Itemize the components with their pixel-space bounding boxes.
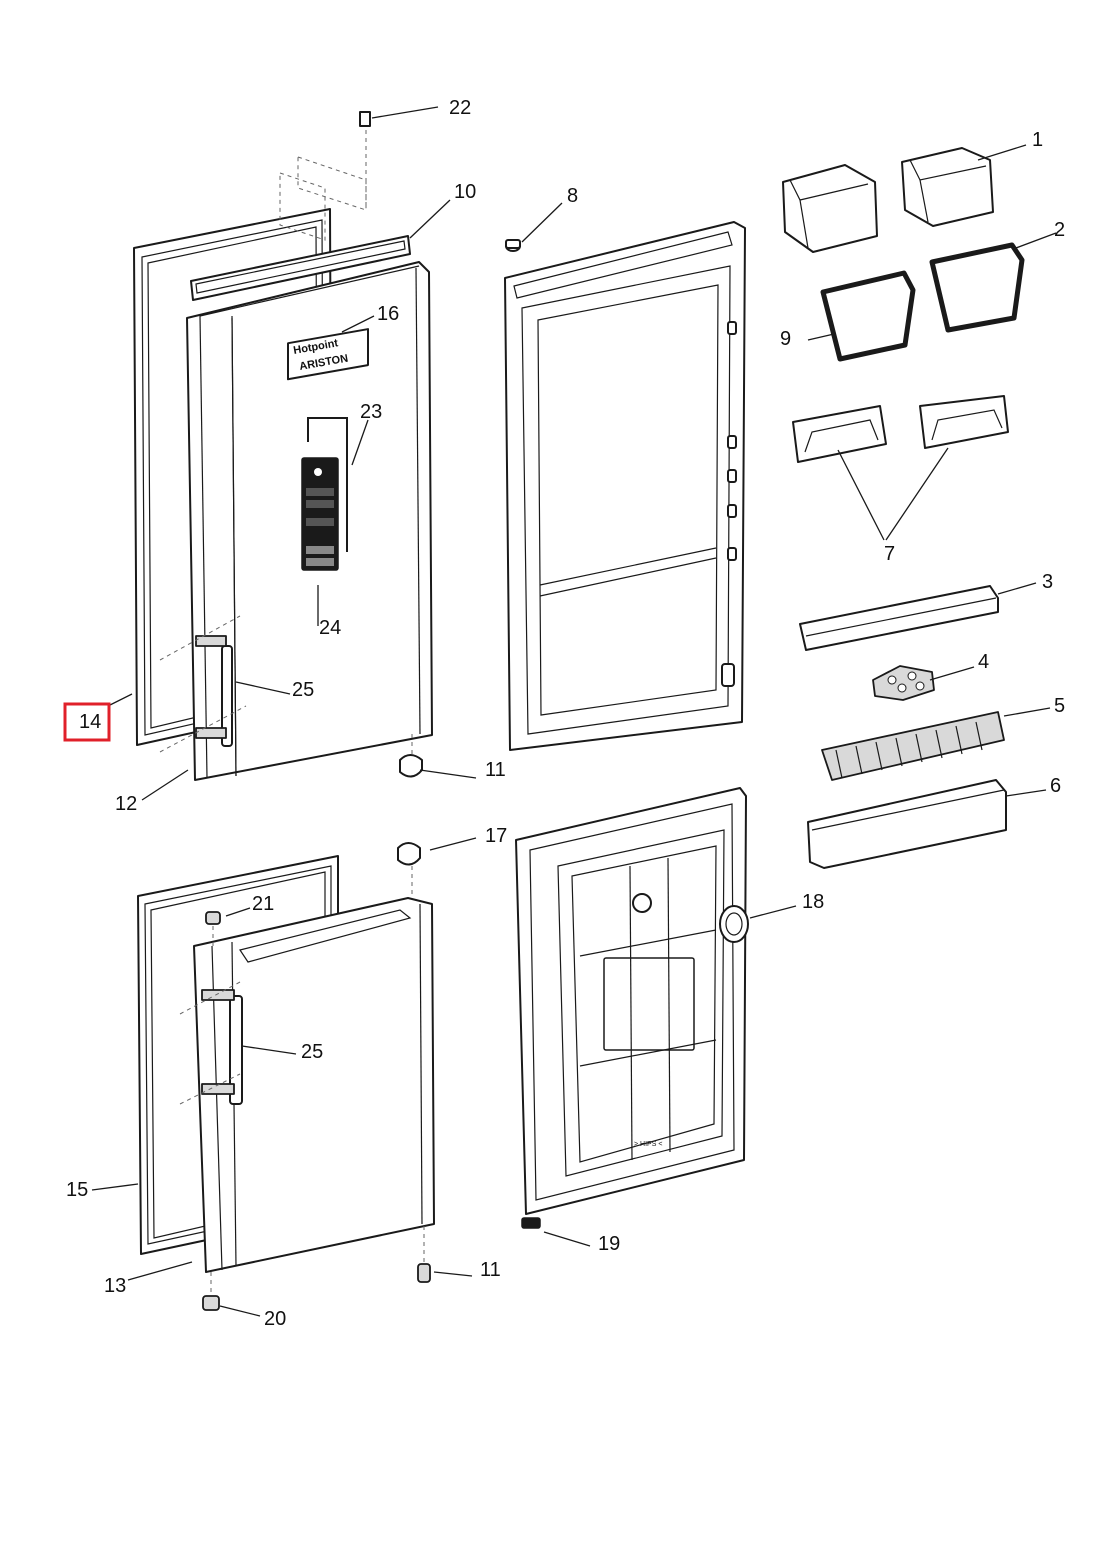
brand-badge-16: Hotpoint ARISTON bbox=[287, 328, 369, 381]
callout-7: 7 bbox=[884, 543, 895, 565]
callout-10: 10 bbox=[454, 181, 476, 203]
callout-labels: 22 1 10 8 2 16 9 23 7 3 24 4 25 5 14 11 … bbox=[66, 97, 1065, 1330]
callout-4: 4 bbox=[978, 651, 989, 673]
part-19 bbox=[521, 1217, 541, 1229]
callout-1: 1 bbox=[1032, 129, 1043, 151]
callout-8: 8 bbox=[567, 185, 578, 207]
callout-21: 21 bbox=[252, 893, 274, 915]
frame-2 bbox=[929, 242, 1025, 333]
holder-7a bbox=[792, 405, 887, 463]
panel-frame-23 bbox=[307, 417, 348, 552]
door-top-trim-10 bbox=[190, 235, 411, 301]
freezer-inner-liner: > HIPS < bbox=[515, 787, 747, 1215]
holder-1b bbox=[901, 147, 994, 227]
callout-18: 18 bbox=[802, 891, 824, 913]
control-panel-24 bbox=[301, 457, 339, 571]
knob-18 bbox=[719, 905, 749, 943]
callout-20: 20 bbox=[264, 1308, 286, 1330]
handle-25-upper bbox=[159, 615, 247, 753]
callout-12: 12 bbox=[115, 793, 137, 815]
egg-tray-4 bbox=[872, 665, 935, 701]
bottle-shelf-6 bbox=[807, 779, 1007, 869]
leader-lines bbox=[91, 106, 1057, 1317]
callout-23: 23 bbox=[360, 401, 382, 423]
callout-15: 15 bbox=[66, 1179, 88, 1201]
callout-25-upper: 25 bbox=[292, 679, 314, 701]
callout-2: 2 bbox=[1054, 219, 1065, 241]
callout-19: 19 bbox=[598, 1233, 620, 1255]
freezer-door-label: > HIPS < bbox=[634, 1141, 662, 1148]
shelf-3 bbox=[799, 585, 999, 651]
plug-22 bbox=[359, 111, 371, 127]
foot-20 bbox=[202, 1272, 220, 1311]
callout-5: 5 bbox=[1054, 695, 1065, 717]
callout-3: 3 bbox=[1042, 571, 1053, 593]
frame-9 bbox=[820, 270, 916, 362]
callout-11-upper: 11 bbox=[485, 759, 506, 781]
callout-22: 22 bbox=[449, 97, 471, 119]
grille-5 bbox=[821, 711, 1005, 781]
handle-25-lower bbox=[179, 981, 243, 1105]
callout-14: 14 bbox=[79, 711, 101, 733]
callout-25-lower: 25 bbox=[301, 1041, 323, 1063]
callout-6: 6 bbox=[1050, 775, 1061, 797]
callout-9: 9 bbox=[780, 328, 791, 350]
holder-1a bbox=[782, 164, 878, 253]
callout-13: 13 bbox=[104, 1275, 126, 1297]
cap-21 bbox=[205, 911, 221, 946]
cap-8 bbox=[505, 239, 521, 252]
callout-24: 24 bbox=[319, 617, 341, 639]
pin-11-lower bbox=[417, 1226, 431, 1283]
guide-lines-top bbox=[279, 130, 367, 241]
holder-7b bbox=[919, 395, 1009, 449]
fridge-inner-liner bbox=[504, 221, 746, 751]
highlight-box-14 bbox=[63, 702, 111, 742]
hinge-17 bbox=[397, 842, 421, 898]
callout-17: 17 bbox=[485, 825, 507, 847]
callout-16: 16 bbox=[377, 303, 399, 325]
callout-11-lower: 11 bbox=[480, 1259, 501, 1281]
